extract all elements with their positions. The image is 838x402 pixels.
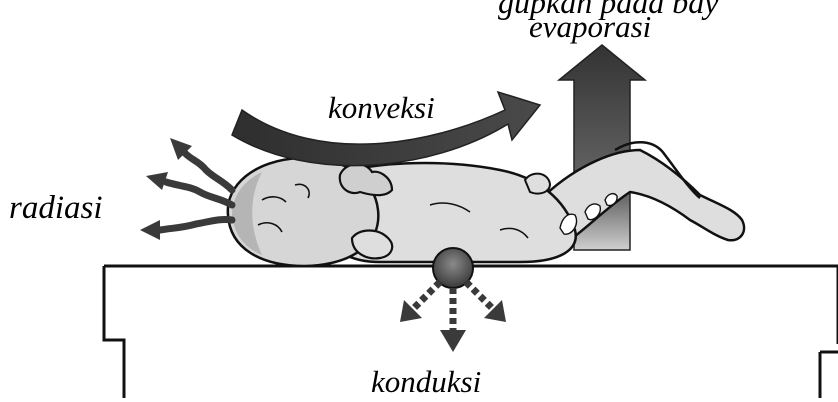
label-konduksi: konduksi	[371, 366, 481, 397]
label-radiasi: radiasi	[9, 192, 103, 225]
label-konveksi: konveksi	[328, 92, 435, 123]
label-evaporasi: evaporasi	[529, 11, 651, 42]
radiation-arrows	[160, 150, 232, 230]
conduction-arrows	[400, 248, 506, 352]
